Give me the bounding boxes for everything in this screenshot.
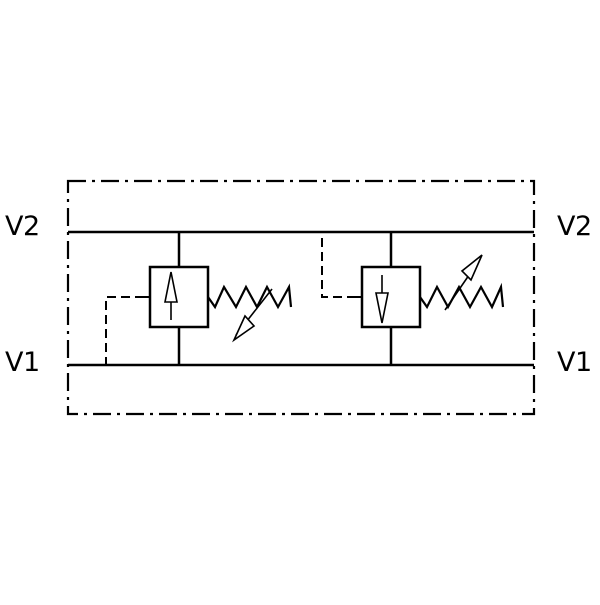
left-valve-pilot-line — [106, 297, 144, 365]
port-label-v2-left: V2 — [5, 211, 40, 242]
right-valve-flow-arrow-icon — [376, 293, 388, 323]
right-valve-pilot-line — [322, 232, 356, 297]
relief-valve-left — [106, 232, 291, 365]
left-valve-spring-icon — [208, 287, 291, 307]
left-valve-body — [150, 267, 208, 327]
right-valve-adjust-arrow-icon — [462, 255, 482, 280]
manifold-boundary — [68, 181, 534, 414]
port-label-v1-right: V1 — [557, 347, 592, 378]
port-label-v2-right: V2 — [557, 211, 592, 242]
port-label-v1-left: V1 — [5, 347, 40, 378]
left-valve-flow-arrow-icon — [165, 272, 177, 302]
right-valve-body — [362, 267, 420, 327]
right-valve-spring-icon — [420, 287, 503, 307]
left-valve-adjust-arrow-icon — [234, 316, 254, 340]
relief-valve-right — [322, 232, 503, 365]
